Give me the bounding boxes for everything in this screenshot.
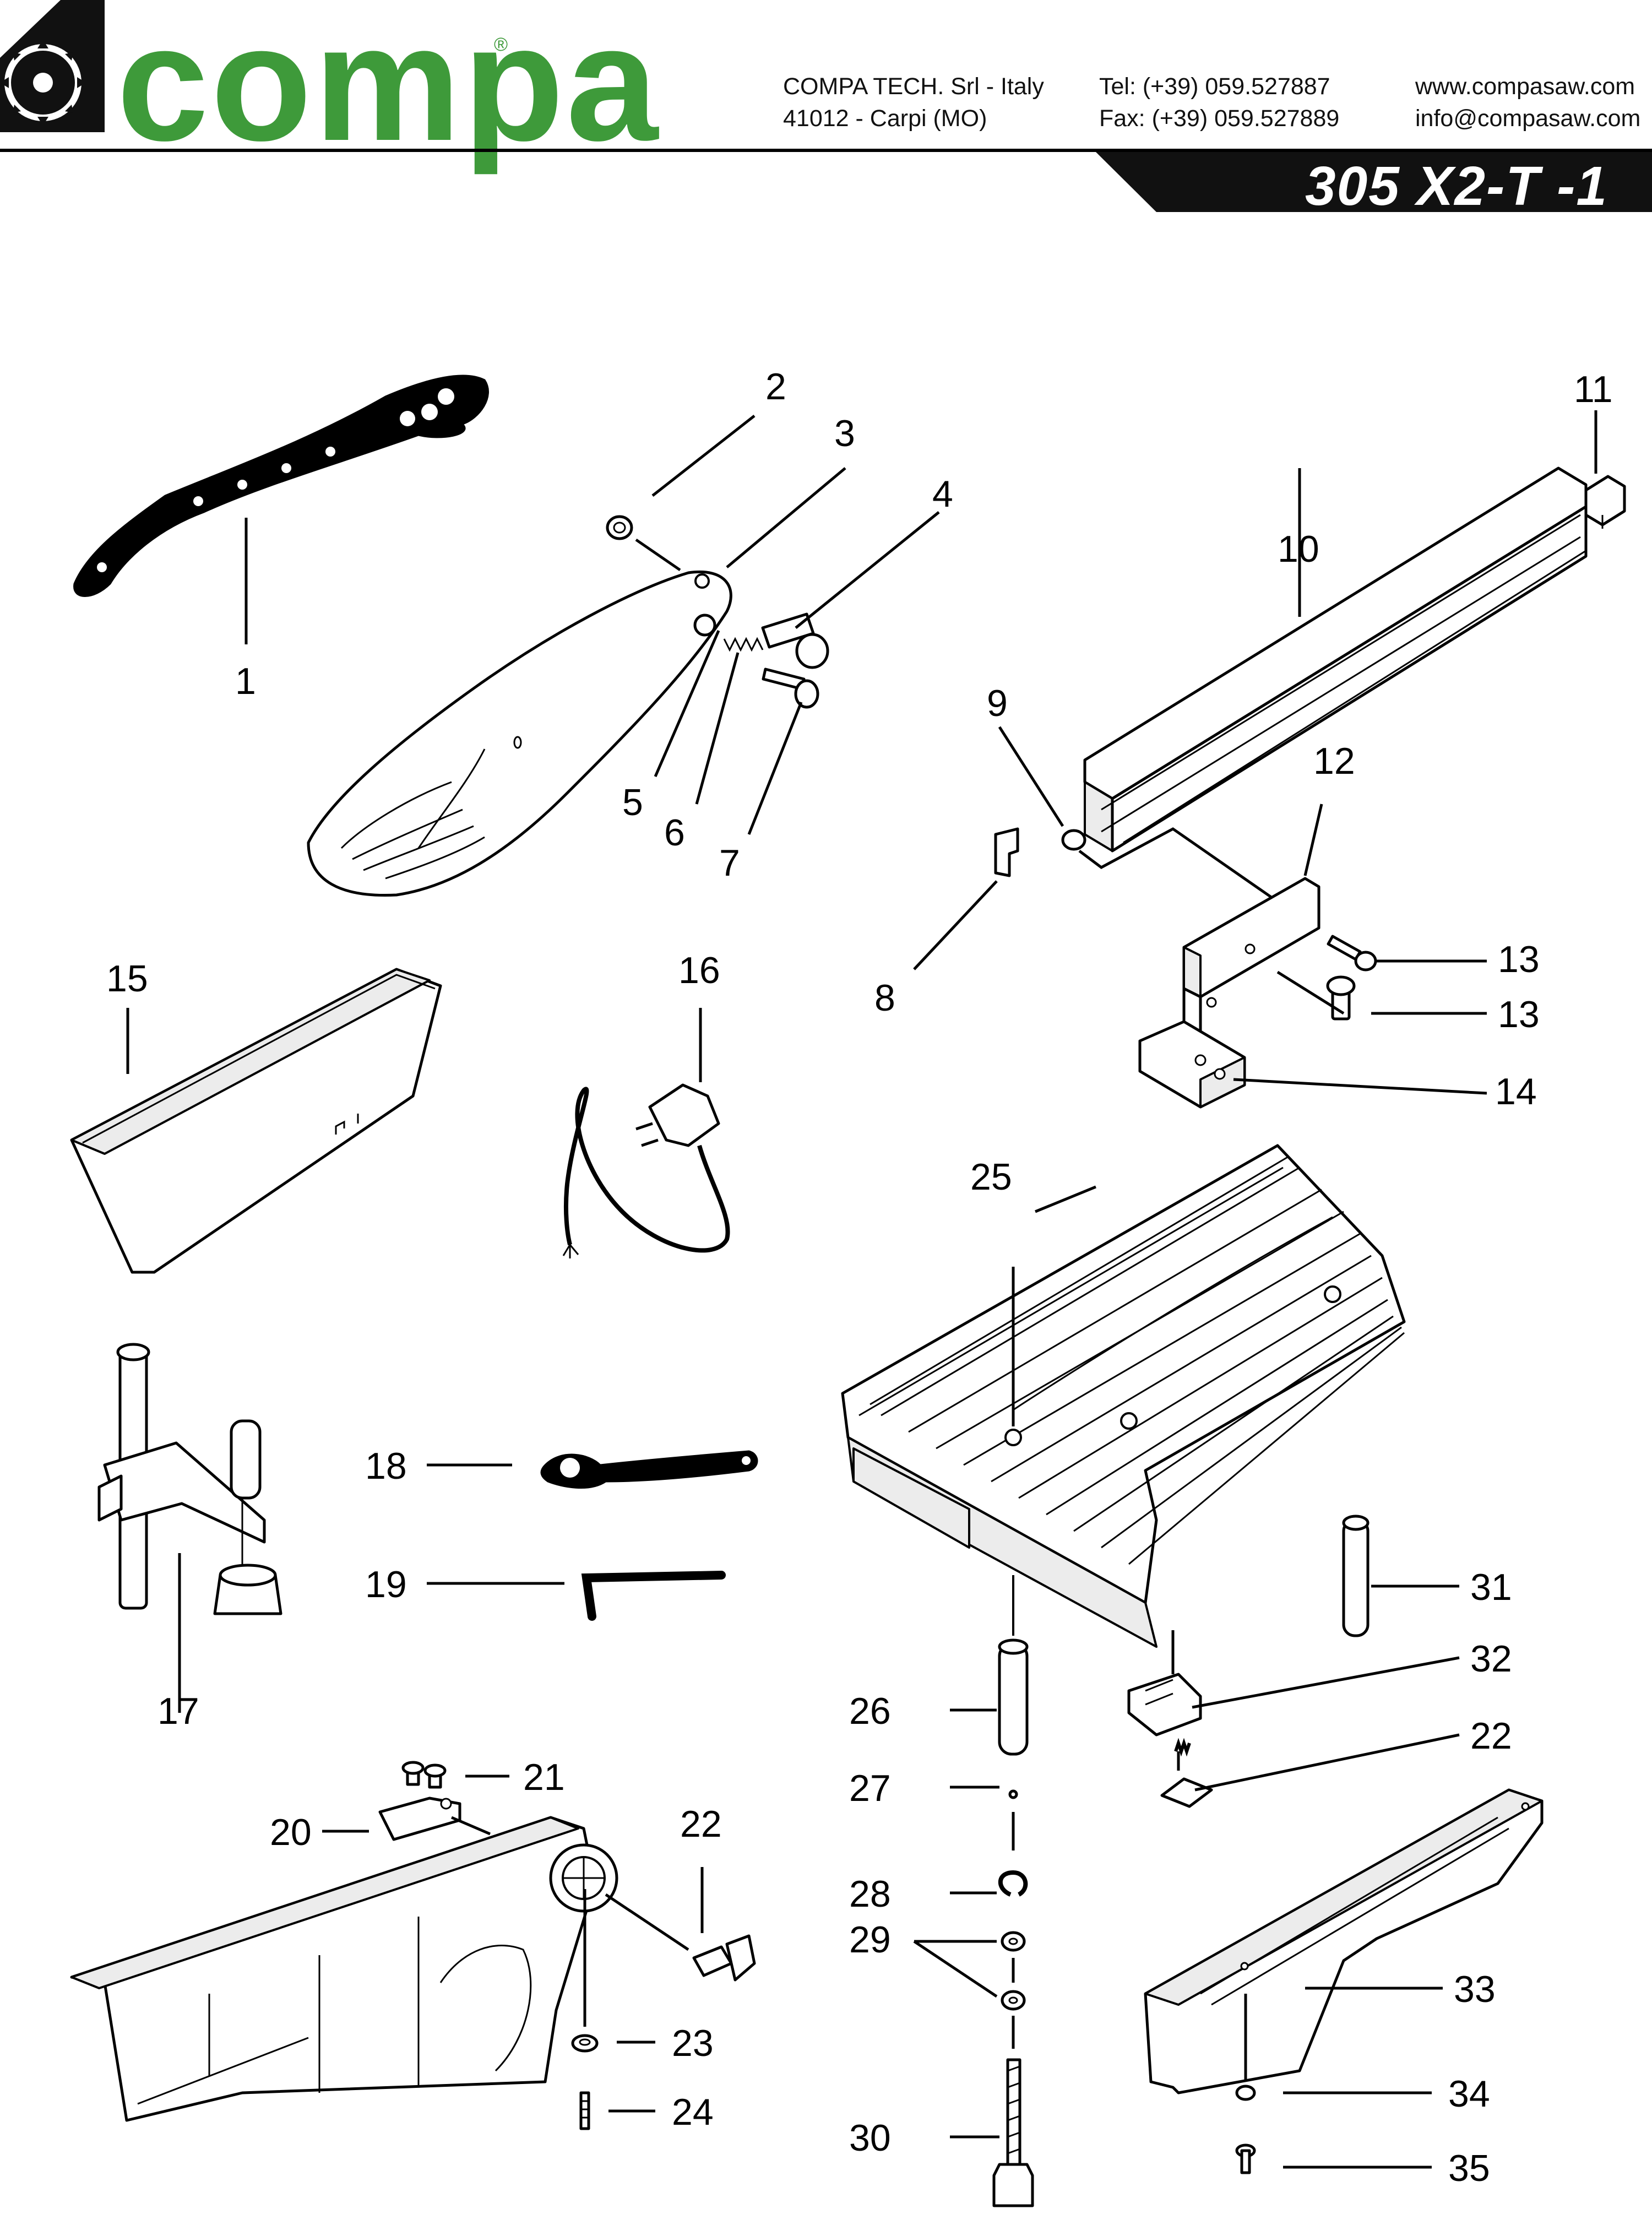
company-fax: Fax: (+39) 059.527889 bbox=[1099, 105, 1340, 132]
part-23-washer bbox=[571, 2034, 599, 2053]
callout-19: 19 bbox=[365, 1564, 407, 1605]
part-3-blade-guard bbox=[307, 571, 732, 897]
registered-mark: ® bbox=[494, 34, 508, 55]
callout-6: 6 bbox=[664, 812, 685, 854]
logo-wordmark: compa bbox=[117, 0, 660, 175]
callout-24: 24 bbox=[672, 2091, 714, 2133]
part-20-bracket bbox=[378, 1797, 461, 1841]
callout-14: 14 bbox=[1495, 1071, 1537, 1112]
callout-4: 4 bbox=[932, 473, 953, 515]
part-17-hold-down-clamp bbox=[97, 1343, 282, 1615]
callout-20: 20 bbox=[270, 1811, 312, 1853]
part-10-fence-rail bbox=[1083, 466, 1588, 853]
callout-12: 12 bbox=[1313, 740, 1355, 782]
callout-8: 8 bbox=[874, 977, 895, 1019]
callout-32: 32 bbox=[1470, 1638, 1512, 1680]
company-tel: Tel: (+39) 059.527887 bbox=[1099, 73, 1330, 100]
part-11-end-cap bbox=[1584, 475, 1626, 529]
callout-26: 26 bbox=[849, 1690, 891, 1732]
part-29-washers bbox=[1001, 1931, 1026, 2011]
company-phones: Tel: (+39) 059.527887 Fax: (+39) 059.527… bbox=[1099, 70, 1339, 134]
model-banner bbox=[1096, 152, 1652, 212]
part-19-hex-key bbox=[581, 1571, 726, 1621]
part-32-clamp-block bbox=[1127, 1673, 1202, 1736]
part-22-wing-bolt bbox=[692, 1934, 756, 1982]
part-4-screw bbox=[761, 612, 829, 669]
part-31-support-pin bbox=[1342, 1515, 1370, 1637]
callout-5: 5 bbox=[622, 782, 643, 823]
callout-29: 29 bbox=[849, 1919, 891, 1961]
callout-labels: 1 2 3 4 5 6 7 8 9 10 11 12 13 13 14 15 1… bbox=[106, 366, 1613, 2189]
callout-3: 3 bbox=[834, 413, 855, 454]
callout-33: 33 bbox=[1454, 1968, 1496, 2010]
company-email[interactable]: info@compasaw.com bbox=[1415, 105, 1641, 132]
callout-21: 21 bbox=[523, 1756, 565, 1798]
part-28-clip bbox=[998, 1870, 1028, 1897]
callout-9: 9 bbox=[987, 682, 1008, 724]
part-33-extension-arm bbox=[1144, 1788, 1544, 2094]
part-27-ball bbox=[1008, 1789, 1018, 1799]
callout-1: 1 bbox=[235, 660, 256, 702]
part-16-power-cord bbox=[562, 1083, 730, 1258]
part-12-fence-bracket bbox=[1182, 877, 1320, 1059]
callout-2: 2 bbox=[765, 366, 786, 408]
callout-27: 27 bbox=[849, 1767, 891, 1809]
part-14-fence-block bbox=[1138, 1020, 1246, 1109]
callout-22-left: 22 bbox=[680, 1803, 722, 1845]
leader-lines bbox=[126, 410, 1597, 2169]
part-9-nut bbox=[1061, 829, 1086, 851]
callout-30: 30 bbox=[849, 2117, 891, 2159]
part-8-clip bbox=[994, 827, 1019, 877]
part-1-guard-arm bbox=[73, 375, 489, 597]
callout-31: 31 bbox=[1470, 1566, 1512, 1608]
callout-18: 18 bbox=[365, 1445, 407, 1487]
company-web: www.compasaw.com info@compasaw.com bbox=[1415, 70, 1640, 134]
callout-13-upper: 13 bbox=[1498, 938, 1540, 980]
callout-13-lower: 13 bbox=[1498, 994, 1540, 1035]
part-21-screws bbox=[401, 1761, 447, 1789]
part-15-tray bbox=[70, 968, 442, 1274]
part-35-screw bbox=[1235, 2143, 1256, 2174]
callout-16: 16 bbox=[678, 949, 720, 991]
part-2-spacer bbox=[606, 515, 633, 540]
callout-25: 25 bbox=[970, 1156, 1012, 1198]
part-25-saw-table bbox=[841, 1144, 1406, 1648]
part-13-screws bbox=[1326, 935, 1377, 1021]
callout-11: 11 bbox=[1574, 368, 1613, 410]
header-divider bbox=[0, 149, 1652, 152]
callout-35: 35 bbox=[1448, 2147, 1490, 2189]
callout-22-right: 22 bbox=[1470, 1715, 1512, 1757]
callout-15: 15 bbox=[106, 958, 148, 1000]
company-website[interactable]: www.compasaw.com bbox=[1415, 73, 1635, 100]
model-title: 305 X2-T -1 bbox=[1305, 155, 1608, 217]
callout-7: 7 bbox=[719, 842, 740, 884]
part-18-wrench bbox=[540, 1450, 758, 1489]
base-casting bbox=[70, 1816, 618, 2122]
logo-saw-icon bbox=[0, 0, 105, 132]
part-7-pin bbox=[762, 668, 819, 709]
company-address: COMPA TECH. Srl - Italy 41012 - Carpi (M… bbox=[783, 70, 1044, 134]
callout-28: 28 bbox=[849, 1873, 891, 1915]
part-6-spring bbox=[723, 637, 764, 652]
company-name: COMPA TECH. Srl - Italy bbox=[783, 73, 1044, 100]
company-city: 41012 - Carpi (MO) bbox=[783, 105, 987, 132]
part-22-wing-screw-right bbox=[1160, 1738, 1213, 1808]
callout-23: 23 bbox=[672, 2022, 714, 2064]
callout-17: 17 bbox=[157, 1690, 199, 1732]
part-24-screw bbox=[579, 2091, 590, 2130]
part-5-bushing bbox=[693, 614, 716, 637]
part-34-washer bbox=[1235, 2085, 1256, 2101]
callout-10: 10 bbox=[1278, 528, 1319, 570]
part-26-pivot-tube bbox=[998, 1638, 1029, 1756]
part-30-threaded-rod bbox=[992, 2058, 1034, 2207]
callout-34: 34 bbox=[1448, 2073, 1490, 2115]
